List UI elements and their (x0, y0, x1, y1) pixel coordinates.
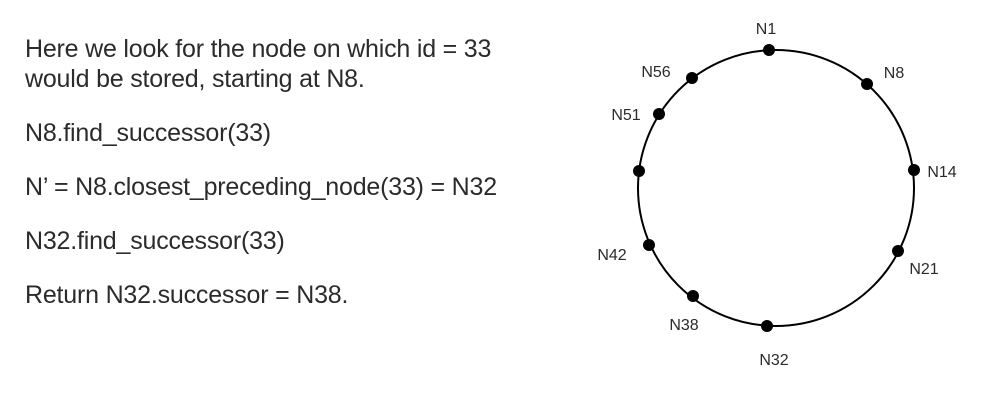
ring-node-n1-label: N1 (756, 21, 777, 38)
ring-node-n8-label: N8 (884, 65, 905, 82)
step-find-successor-n32: N32.find_successor(33) (25, 227, 285, 255)
chord-ring-svg: N1 N8 N14 N21 N32 N38 N42 N51 N56 (597, 21, 956, 369)
ring-node-n56-label: N56 (641, 64, 670, 81)
ring-node-n42 (643, 239, 655, 251)
ring-node-unlabeled (633, 165, 645, 177)
ring-node-n51 (653, 108, 665, 120)
intro-line-1: Here we look for the node on which id = … (25, 35, 492, 63)
ring-node-n32 (761, 320, 773, 332)
step-closest-preceding: N’ = N8.closest_preceding_node(33) = N32 (25, 173, 497, 201)
intro-line-2: would be stored, starting at N8. (25, 65, 365, 93)
ring-node-n1 (763, 44, 775, 56)
ring-circle (637, 49, 915, 327)
ring-node-n8 (861, 78, 873, 90)
ring-node-n14 (908, 164, 920, 176)
ring-node-n42-label: N42 (597, 247, 626, 264)
step-return: Return N32.successor = N38. (25, 281, 349, 309)
step-find-successor: N8.find_successor(33) (25, 119, 271, 147)
ring-node-n21-label: N21 (909, 261, 938, 278)
ring-node-n21 (892, 245, 904, 257)
chord-ring-diagram: N1 N8 N14 N21 N32 N38 N42 N51 N56 (560, 0, 988, 410)
explanation-panel: Here we look for the node on which id = … (25, 34, 565, 310)
ring-node-n32-label: N32 (759, 352, 788, 369)
ring-node-n38 (687, 290, 699, 302)
ring-node-n38-label: N38 (669, 317, 698, 334)
ring-node-n56 (686, 72, 698, 84)
ring-node-n14-label: N14 (927, 164, 956, 181)
ring-node-n51-label: N51 (611, 107, 640, 124)
